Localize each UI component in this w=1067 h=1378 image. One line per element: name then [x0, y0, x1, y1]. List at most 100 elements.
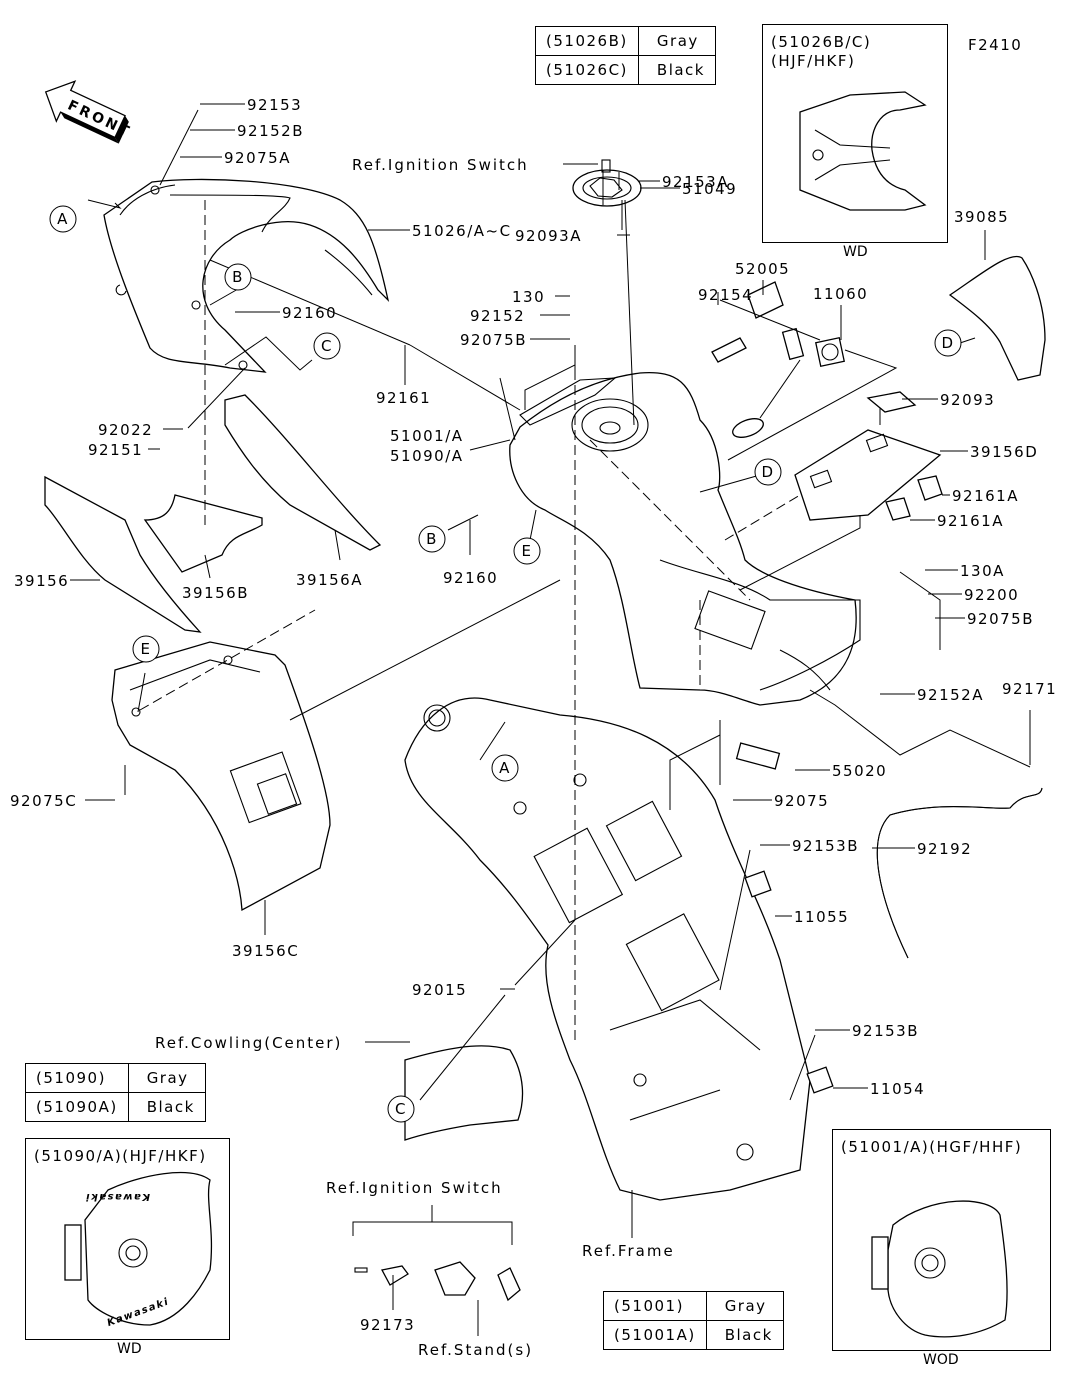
callout-circle-d	[934, 329, 962, 357]
part-number-label: 55020	[832, 762, 887, 780]
inset-title: (51026B/C) (HJF/HKF)	[771, 33, 872, 70]
inset-51026: (51026B/C) (HJF/HKF)	[762, 24, 948, 243]
pad-39156	[44, 475, 202, 633]
callout-circle-e	[513, 537, 541, 565]
callout-letter: D	[941, 334, 954, 352]
inset-title: (51001/A)(HGF/HHF)	[841, 1138, 1023, 1156]
color-cell: Black	[127, 1092, 206, 1122]
part-number-label: 92022	[98, 421, 153, 439]
part-cell: (51001)	[603, 1291, 707, 1321]
cover-39156C	[111, 641, 331, 912]
part-number-label: 92151	[88, 441, 143, 459]
callout-circle-e	[132, 635, 160, 663]
cowl-color-table: (51026B)Gray (51026C)Black	[535, 26, 717, 85]
part-number-label: 92075	[774, 792, 829, 810]
inset-caption: WD	[117, 1341, 142, 1357]
callout-circle-d	[754, 458, 782, 486]
part-number-label: 92093	[940, 391, 995, 409]
fuel-tank-part	[509, 371, 861, 706]
table-row: (51001A)Black	[603, 1320, 784, 1350]
fuel-pump-part	[711, 281, 805, 438]
rear-cover-part	[948, 255, 1046, 381]
callout-circle-a	[491, 754, 519, 782]
bracket-55020	[735, 742, 781, 770]
part-number-label: 92153A	[662, 173, 729, 191]
dashed-lines	[139, 200, 801, 1040]
table-row: (51026C)Black	[535, 55, 717, 85]
part-number-label: 92192	[917, 840, 972, 858]
part-cell: (51001A)	[603, 1320, 707, 1350]
part-number-label: 130	[512, 288, 545, 306]
part-number-label: 51026/A~C	[412, 222, 512, 240]
part-number-label: 39156A	[296, 571, 363, 589]
callout-circle-a	[49, 205, 77, 233]
inset-51026-drawing	[799, 91, 927, 211]
color-cell: Gray	[705, 1291, 784, 1321]
callout-letter: A	[499, 759, 511, 777]
part-number-label: 92171	[1002, 680, 1057, 698]
part-number-label: 52005	[735, 260, 790, 278]
callout-circle-c	[313, 332, 341, 360]
part-number-label: Ref.Frame	[582, 1242, 675, 1260]
part-labels: 9215392152B92075A51026/A~C92160920229215…	[10, 96, 1057, 1359]
part-number-label: 92075A	[224, 149, 291, 167]
part-number-label: 51090/A	[390, 447, 464, 465]
inset-caption: WOD	[923, 1352, 959, 1368]
color-cell: Gray	[127, 1063, 206, 1093]
pad-39156D	[794, 391, 943, 521]
callout-letter: C	[321, 337, 333, 355]
bracket-11054	[806, 1066, 834, 1094]
part-number-label: 92015	[412, 981, 467, 999]
inset-51090: (51090/A)(HJF/HKF)	[25, 1138, 230, 1340]
part-number-label: 92153B	[852, 1022, 919, 1040]
part-number-label: 92093A	[515, 227, 582, 245]
part-cell: (51026C)	[535, 55, 639, 85]
callout-circle-b	[224, 263, 252, 291]
part-number-label: 92161	[376, 389, 431, 407]
part-number-label: Ref.Cowling(Center)	[155, 1034, 342, 1052]
part-number-label: 39156B	[182, 584, 249, 602]
part-number-label: 11054	[870, 1080, 925, 1098]
callout-letter: D	[761, 463, 774, 481]
color-cell: Gray	[637, 26, 717, 56]
part-number-label: 39085	[954, 208, 1009, 226]
callout-circle-b	[418, 525, 446, 553]
table-row: (51026B)Gray	[535, 26, 717, 56]
part-number-label: 92075B	[967, 610, 1034, 628]
part-number-label: 92154	[698, 286, 753, 304]
figure-code: F2410	[968, 36, 1023, 54]
part-number-label: 11055	[794, 908, 849, 926]
callout-letter: E	[141, 640, 152, 658]
part-number-label: 92173	[360, 1316, 415, 1334]
callout-circle-c	[387, 1095, 415, 1123]
part-number-label: Ref.Ignition Switch	[352, 156, 529, 174]
inset-51090-drawing: Kawasaki Kawasaki	[64, 1171, 213, 1329]
part-number-label: 51049	[682, 180, 737, 198]
tank-color-table: (51001)Gray (51001A)Black	[603, 1291, 784, 1350]
upper-cowl-part	[103, 178, 390, 373]
part-number-label: 11060	[813, 285, 868, 303]
hose-92192	[876, 787, 1043, 959]
part-number-label: 51001/A	[390, 427, 464, 445]
color-cell: Black	[637, 55, 717, 85]
part-number-label: 92160	[443, 569, 498, 587]
part-number-label: 92075C	[10, 792, 77, 810]
part-cell: (51090A)	[25, 1092, 129, 1122]
part-number-label: 130A	[960, 562, 1005, 580]
table-row: (51090A)Black	[25, 1092, 206, 1122]
table-row: (51001)Gray	[603, 1291, 784, 1321]
part-cell: (51026B)	[535, 26, 639, 56]
part-number-label: Ref.Stand(s)	[418, 1341, 533, 1359]
part-number-label: Ref.Ignition Switch	[326, 1179, 503, 1197]
part-number-label: 39156	[14, 572, 69, 590]
callout-letter: A	[57, 210, 69, 228]
gasket-part	[814, 336, 846, 368]
callout-letter: C	[395, 1100, 407, 1118]
color-cell: Black	[705, 1320, 784, 1350]
part-number-label: 92160	[282, 304, 337, 322]
part-number-label: 92153	[247, 96, 302, 114]
inset-caption: WD	[843, 244, 868, 260]
part-cell: (51090)	[25, 1063, 129, 1093]
part-number-label: 92075B	[460, 331, 527, 349]
